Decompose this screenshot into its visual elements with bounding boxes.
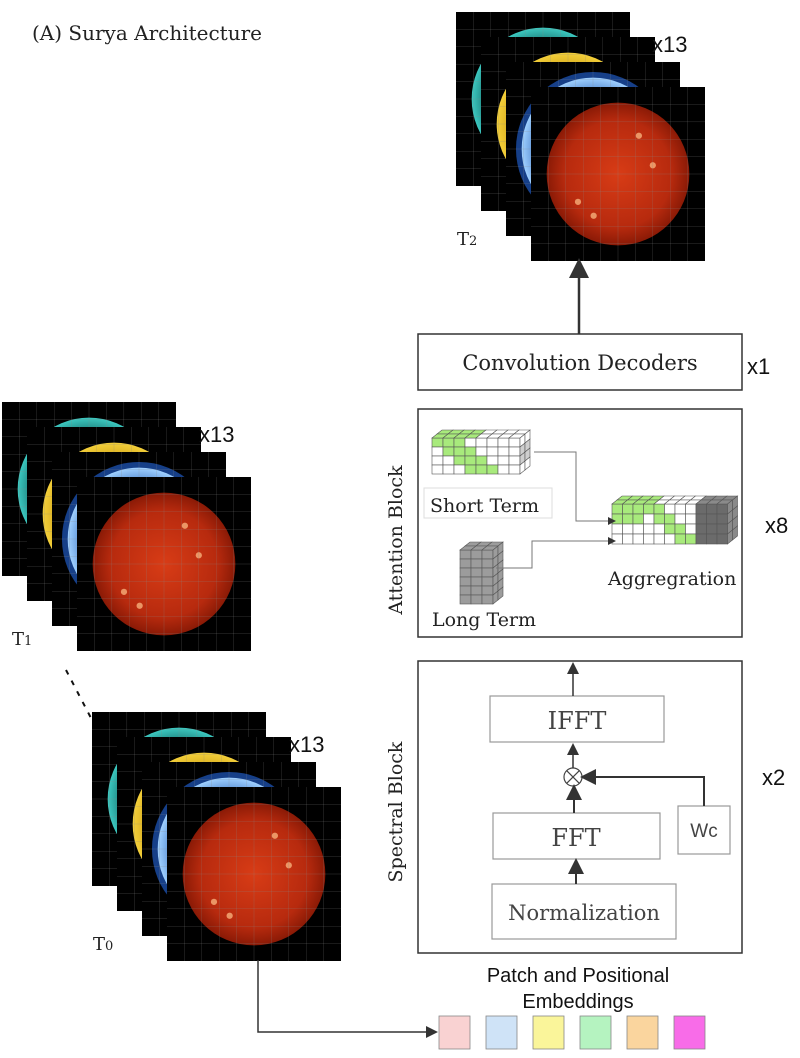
stack-t2-multiplier: x13 xyxy=(652,32,687,57)
attention-block-label: Attention Block xyxy=(385,465,407,616)
short-term-connector xyxy=(534,451,616,525)
convolution-decoders-label: Convolution Decoders xyxy=(462,351,697,375)
diagram-title: (A) Surya Architecture xyxy=(32,21,262,45)
short-term-cube xyxy=(431,429,531,475)
image-stack-t0 xyxy=(92,712,341,961)
long-term-connector xyxy=(496,537,616,569)
stack-t0-label: T0 xyxy=(93,934,113,955)
embedding-swatch-3 xyxy=(532,1015,565,1050)
long-term-cube xyxy=(459,541,504,605)
aggregation-cube xyxy=(611,495,739,545)
image-stack-t2 xyxy=(456,12,705,261)
t0-to-embeddings-connector xyxy=(257,960,438,1038)
stack-t0-panel-red xyxy=(167,787,341,961)
stack-t1-label: T1 xyxy=(12,629,32,650)
convolution-decoders-box xyxy=(417,333,743,391)
stack-t0-multiplier: x13 xyxy=(289,732,324,757)
spectral-block-label: Spectral Block xyxy=(385,741,407,882)
embedding-swatches xyxy=(438,1015,706,1050)
aggregation-label: Aggregration xyxy=(607,568,736,590)
spectral-multiplier: x2 xyxy=(762,765,785,790)
attention-multiplier: x8 xyxy=(765,513,788,538)
normalization-box xyxy=(491,883,677,940)
stack-t1-multiplier: x13 xyxy=(199,422,234,447)
short-term-label: Short Term xyxy=(430,495,539,517)
embedding-swatch-4 xyxy=(579,1015,612,1050)
wc-to-multiply-arrow xyxy=(580,769,705,806)
stack-ellipsis-connector xyxy=(65,669,93,721)
image-stack-t1 xyxy=(2,402,251,651)
stack-t2-panel-red xyxy=(531,87,705,261)
embeddings-label-line2: Embeddings xyxy=(522,991,633,1013)
normalization-label: Normalization xyxy=(508,901,660,925)
decoder-multiplier: x1 xyxy=(747,354,770,379)
embedding-swatch-1 xyxy=(438,1015,471,1050)
ifft-box xyxy=(489,695,665,743)
fft-label: FFT xyxy=(551,824,600,852)
fft-box xyxy=(492,812,661,860)
short-term-label-box xyxy=(423,487,553,519)
ifft-label: IFFT xyxy=(548,707,607,735)
stack-t2-label: T2 xyxy=(457,229,477,250)
multiply-node xyxy=(563,767,583,787)
long-term-label: Long Term xyxy=(432,609,536,631)
embedding-swatch-5 xyxy=(626,1015,659,1050)
embedding-swatch-2 xyxy=(485,1015,518,1050)
wc-label: Wc xyxy=(690,821,717,842)
embedding-swatch-6 xyxy=(673,1015,706,1050)
stack-t1-panel-red xyxy=(77,477,251,651)
embeddings-label-line1: Patch and Positional xyxy=(487,965,669,987)
